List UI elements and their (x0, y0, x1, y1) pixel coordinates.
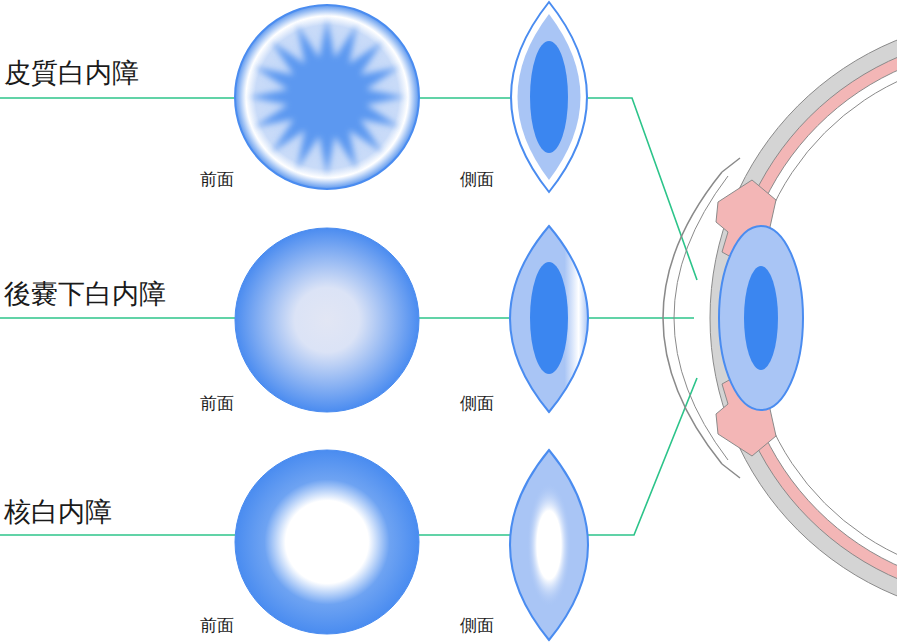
type-label: 核白内障 (4, 497, 112, 527)
eye (663, 18, 897, 618)
subcapsular-side (510, 226, 588, 412)
type-label: 皮質白内障 (4, 58, 139, 88)
nuclear-side (510, 450, 588, 640)
view-label: 側面 (460, 616, 494, 635)
view-label: 前面 (200, 170, 234, 189)
subcapsular-front (235, 228, 419, 412)
view-label: 前面 (200, 394, 234, 413)
type-label: 後嚢下白内障 (4, 279, 166, 309)
cortical-side (511, 2, 587, 192)
nuclear-front (235, 450, 419, 634)
view-label: 側面 (460, 170, 494, 189)
view-label: 前面 (200, 616, 234, 635)
view-label: 側面 (460, 394, 494, 413)
cortical-front (235, 5, 419, 189)
